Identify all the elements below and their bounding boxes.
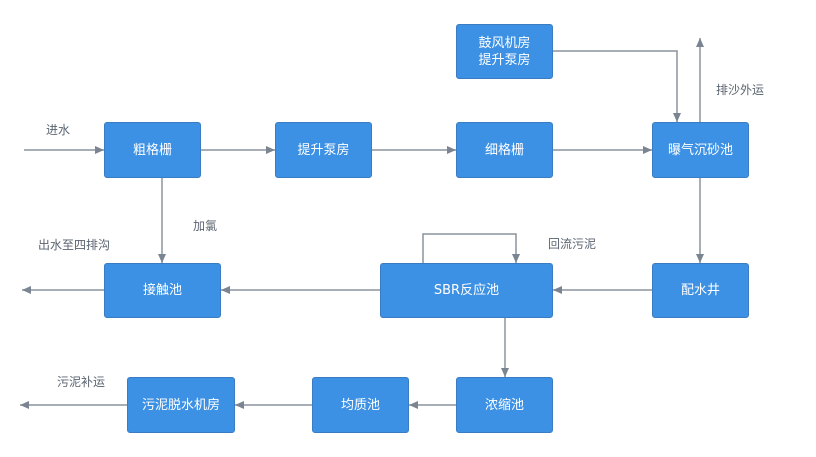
node-aerated-grit: 曝气沉砂池	[652, 122, 749, 178]
node-equalization: 均质池	[312, 377, 409, 433]
node-distribution-well: 配水井	[652, 263, 749, 318]
label-inflow: 进水	[46, 123, 71, 137]
node-thickener: 浓缩池	[456, 377, 553, 433]
node-dewatering: 污泥脱水机房	[127, 377, 235, 433]
node-blower-pump-house: 鼓风机房 提升泵房	[456, 24, 553, 79]
label-return-sludge: 回流污泥	[548, 237, 597, 251]
node-coarse-screen: 粗格栅	[104, 122, 201, 178]
node-contact-tank: 接触池	[104, 263, 221, 318]
node-fine-screen: 细格栅	[456, 122, 553, 178]
arrow-blower-to-grit	[553, 50, 681, 122]
label-effluent: 出水至四排沟	[38, 238, 111, 252]
label-grit-out: 排沙外运	[716, 83, 765, 97]
arrow-return-sludge	[422, 233, 520, 263]
label-chlorine: 加氯	[193, 219, 218, 233]
node-sbr: SBR反应池	[380, 263, 553, 318]
node-blower-pump-line1: 鼓风机房	[478, 35, 531, 51]
node-lift-pump: 提升泵房	[275, 122, 372, 178]
label-sludge-out: 污泥补运	[57, 375, 106, 389]
node-blower-pump-line2: 提升泵房	[478, 52, 531, 68]
